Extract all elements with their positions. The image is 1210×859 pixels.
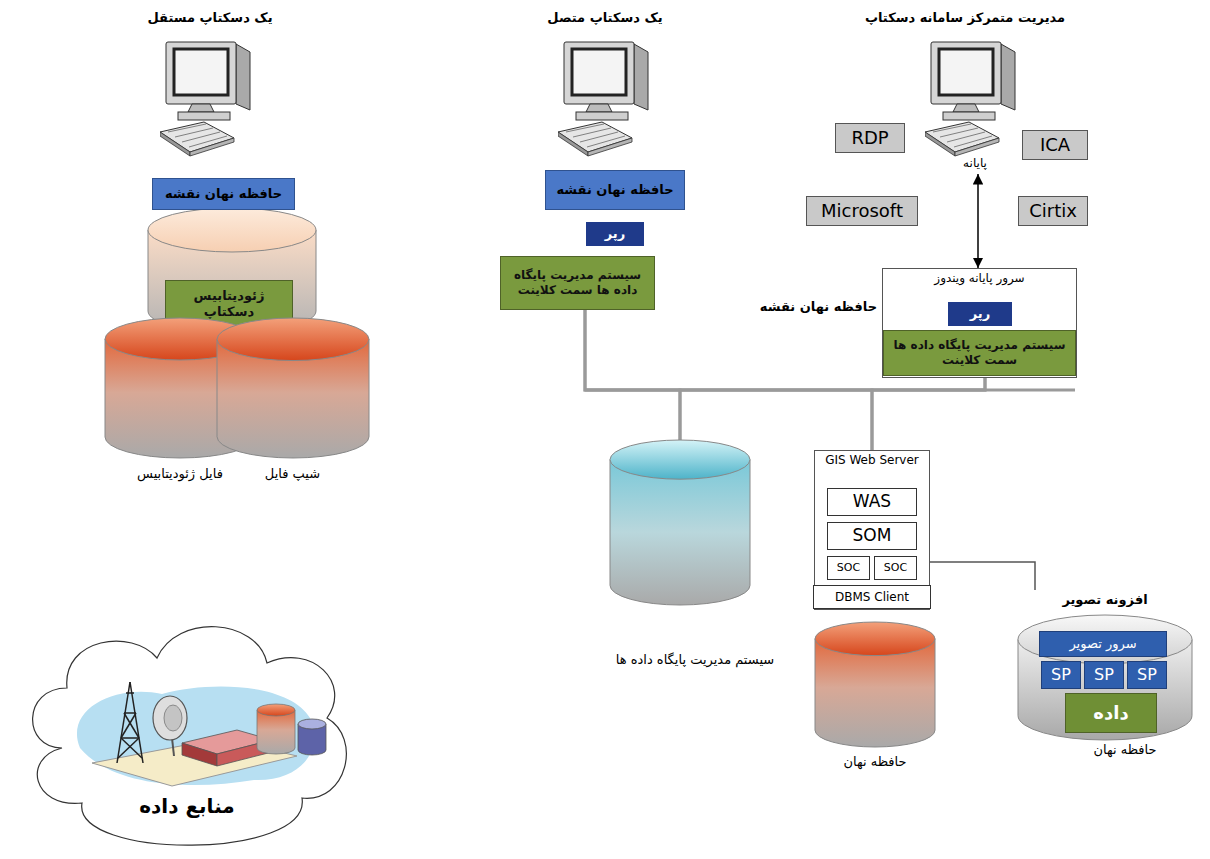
connector — [872, 376, 985, 450]
sp-box: SP — [1127, 661, 1167, 689]
node-text: Cirtix — [1029, 200, 1077, 223]
node-text: GIS Web Server — [815, 451, 929, 468]
client-dbms-box: سیستم مدیریت پایگاه داده ها سمت کلاینت — [500, 256, 655, 310]
node-text: سرور تصویر — [1069, 636, 1136, 652]
node-text: SP — [1051, 665, 1071, 685]
connector — [930, 562, 1035, 590]
heading-label: مدیریت متمرکز سامانه دسکتاپ — [835, 10, 1095, 26]
node-text: حافظه نهان — [815, 754, 935, 770]
vendor-box: Microsoft — [806, 196, 918, 226]
network-devices-art — [77, 682, 326, 786]
connector — [680, 376, 985, 440]
image-server-box: سرور تصویر — [1039, 631, 1167, 657]
node-text: RDP — [851, 127, 888, 150]
shapefile-cylinder: شیپ فایل — [215, 318, 370, 493]
node-text: حافظه نهان نقشه — [760, 299, 877, 315]
server-component: SOC — [827, 556, 870, 580]
node-text: DBMS Client — [835, 590, 909, 605]
heading-label: یک دسکتاپ متصل — [505, 10, 705, 26]
terminal-server-box: سرور پایانه ویندوزحافظه نهان نقشهرپرسیست… — [882, 268, 1077, 378]
data-sources-cloud: منابع داده — [22, 598, 352, 853]
dbms-client-box: DBMS Client — [813, 585, 931, 609]
node-text: پایانه — [925, 156, 1025, 171]
dbms-cylinder: سیستم مدیریت پایگاه داده ها — [585, 440, 805, 685]
node-text: شیپ فایل — [215, 466, 370, 482]
sp-box: SP — [1084, 661, 1124, 689]
client-dbms-box: سیستم مدیریت پایگاه داده ها سمت کلاینت — [883, 330, 1076, 376]
standalone-computer — [160, 42, 250, 156]
cylinder-top — [610, 440, 750, 479]
node-text: حافظه نهان نقشه — [165, 186, 282, 202]
cache-cylinder: حافظه نهان — [815, 622, 935, 777]
node-text: سیستم مدیریت پایگاه داده ها — [585, 652, 805, 668]
cache-box: حافظه نهان نقشه — [152, 178, 295, 210]
node-text: SOM — [853, 525, 892, 546]
node-text: سیستم مدیریت پایگاه داده ها سمت کلاینت — [889, 338, 1070, 368]
node-text: افزونه تصویر — [1015, 592, 1195, 608]
node-text: WAS — [853, 491, 891, 512]
node-text: حافظه نهان نقشه — [556, 182, 673, 198]
node-text: سرور پایانه ویندوز — [883, 269, 1076, 286]
connector — [977, 174, 979, 268]
node-text: فایل ژئودیتابیس — [100, 466, 260, 482]
gis-web-server: GIS Web ServerWAS SOM SOC SOC DBMS Client — [814, 450, 930, 610]
cyl-outline — [815, 622, 935, 777]
vendor-box: Cirtix — [1018, 196, 1088, 226]
connector — [585, 310, 872, 450]
protocol-box: RDP — [835, 123, 905, 153]
sp-box: SP — [1041, 661, 1081, 689]
node-text: سیستم مدیریت پایگاه داده ها سمت کلاینت — [506, 268, 649, 298]
heading-label: یک دسکتاپ مستقل — [110, 10, 310, 26]
server-component: SOM — [827, 522, 917, 550]
comp-outline — [925, 40, 1025, 174]
cylinder-top — [815, 622, 935, 656]
server-component: SOC — [874, 556, 917, 580]
node-text: حافظه نهان — [1055, 742, 1195, 758]
cylinder-body — [610, 460, 750, 605]
node-text: SOC — [884, 561, 907, 575]
wrapper-box: رپر — [948, 302, 1012, 326]
data-box: داده — [1065, 693, 1157, 733]
connected-computer — [558, 42, 648, 156]
node-text: ژئودیتابیس دسکتاپ — [171, 288, 287, 321]
terminal-computer-icon — [925, 42, 1015, 156]
node-text: SP — [1137, 665, 1157, 685]
server-component: WAS — [827, 488, 917, 516]
connector — [585, 310, 680, 440]
cyl-outline — [585, 440, 805, 685]
wrapper-box: رپر — [586, 222, 644, 246]
protocol-box: ICA — [1022, 130, 1088, 160]
image-extension-cylinder: افزونه تصویرحافظه نهانسرور تصویرSPSPSPدا… — [1015, 590, 1195, 765]
cylinder-top — [1018, 615, 1192, 664]
node-text: SOC — [837, 561, 860, 575]
cache-box: حافظه نهان نقشه — [545, 170, 685, 210]
node-text: Microsoft — [821, 200, 903, 223]
node-text: رپر — [970, 306, 990, 322]
cylinder-top — [217, 318, 369, 361]
node-text: ICA — [1040, 134, 1070, 157]
node-text: منابع داده — [22, 794, 352, 819]
terminal-computer: پایانه — [925, 40, 1025, 174]
node-text: رپر — [605, 226, 625, 242]
node-text: SP — [1094, 665, 1114, 685]
node-text: داده — [1093, 702, 1128, 725]
desktop-cylinder — [148, 208, 316, 333]
